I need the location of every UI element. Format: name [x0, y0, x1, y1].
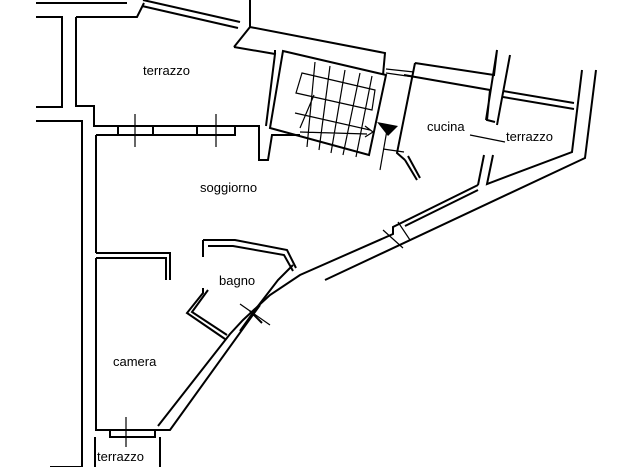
room-label-terrazzo-top: terrazzo	[143, 63, 190, 78]
room-label-terrazzo-bottom: terrazzo	[97, 449, 144, 464]
room-label-bagno: bagno	[219, 273, 256, 288]
room-label-cucina: cucina	[427, 119, 465, 134]
room-label-camera: camera	[113, 354, 157, 369]
room-label-soggiorno: soggiorno	[200, 180, 258, 195]
room-label-terrazzo-right: terrazzo	[506, 129, 553, 144]
